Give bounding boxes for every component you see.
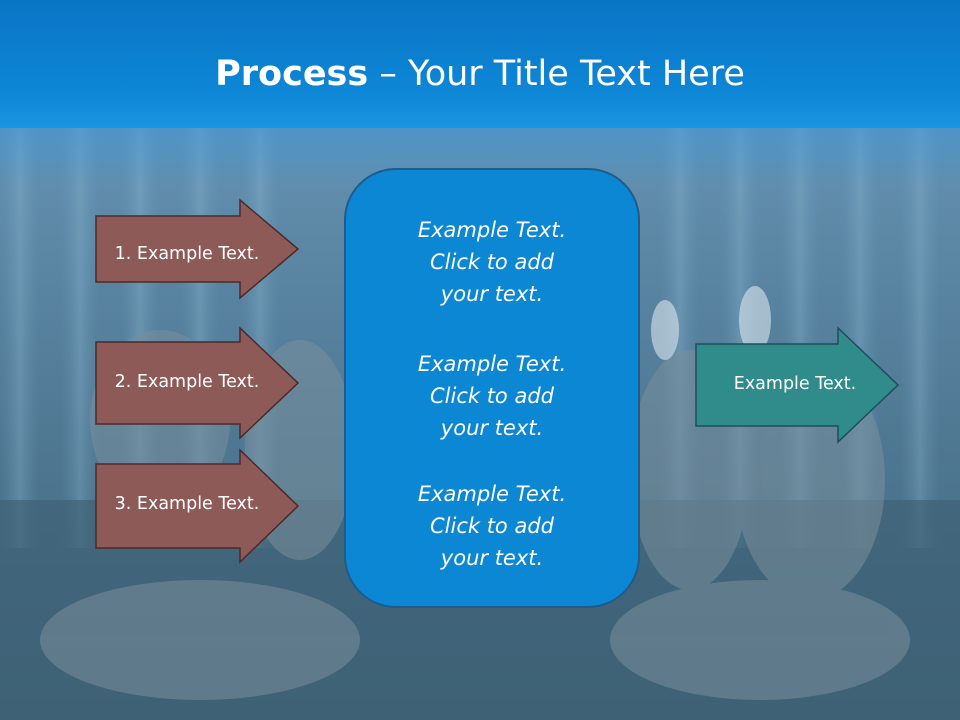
right-arrow[interactable]: Example Text. <box>694 326 900 444</box>
panel-item-2-line3: your text. <box>440 416 544 440</box>
panel-item-1-line2: Click to add <box>429 250 554 274</box>
arrow-shape-2 <box>95 326 300 440</box>
panel-item-2-line1: Example Text. <box>417 352 567 376</box>
left-arrow-2[interactable]: 2. Example Text. <box>94 326 300 440</box>
panel-item-1-line1: Example Text. <box>417 218 567 242</box>
slide-title-rest: – Your Title Text Here <box>368 54 745 94</box>
center-text-panel[interactable]: Example Text. Click to add your text. Ex… <box>344 168 640 608</box>
right-arrow-shape <box>695 326 900 444</box>
panel-item-1: Example Text. Click to add your text. <box>346 214 638 310</box>
left-arrow-label-1: 1. Example Text. <box>114 244 260 264</box>
slide-title[interactable]: Process – Your Title Text Here <box>0 52 960 96</box>
panel-item-3-line1: Example Text. <box>417 482 567 506</box>
panel-item-2: Example Text. Click to add your text. <box>346 348 638 444</box>
panel-item-2-line2: Click to add <box>429 384 554 408</box>
left-arrow-label-3: 3. Example Text. <box>114 494 260 514</box>
panel-item-1-line3: your text. <box>440 282 544 306</box>
slide-title-bold: Process <box>215 54 369 94</box>
title-bar <box>0 0 960 128</box>
panel-item-3-line3: your text. <box>440 546 544 570</box>
panel-item-3: Example Text. Click to add your text. <box>346 478 638 574</box>
left-arrow-3[interactable]: 3. Example Text. <box>94 448 300 564</box>
panel-item-3-line2: Click to add <box>429 514 554 538</box>
left-arrow-label-2: 2. Example Text. <box>114 372 260 392</box>
arrow-shape-3 <box>95 448 300 564</box>
left-arrow-1[interactable]: 1. Example Text. <box>94 198 300 300</box>
arrow-shape-1 <box>95 198 300 300</box>
right-arrow-label: Example Text. <box>733 374 857 394</box>
